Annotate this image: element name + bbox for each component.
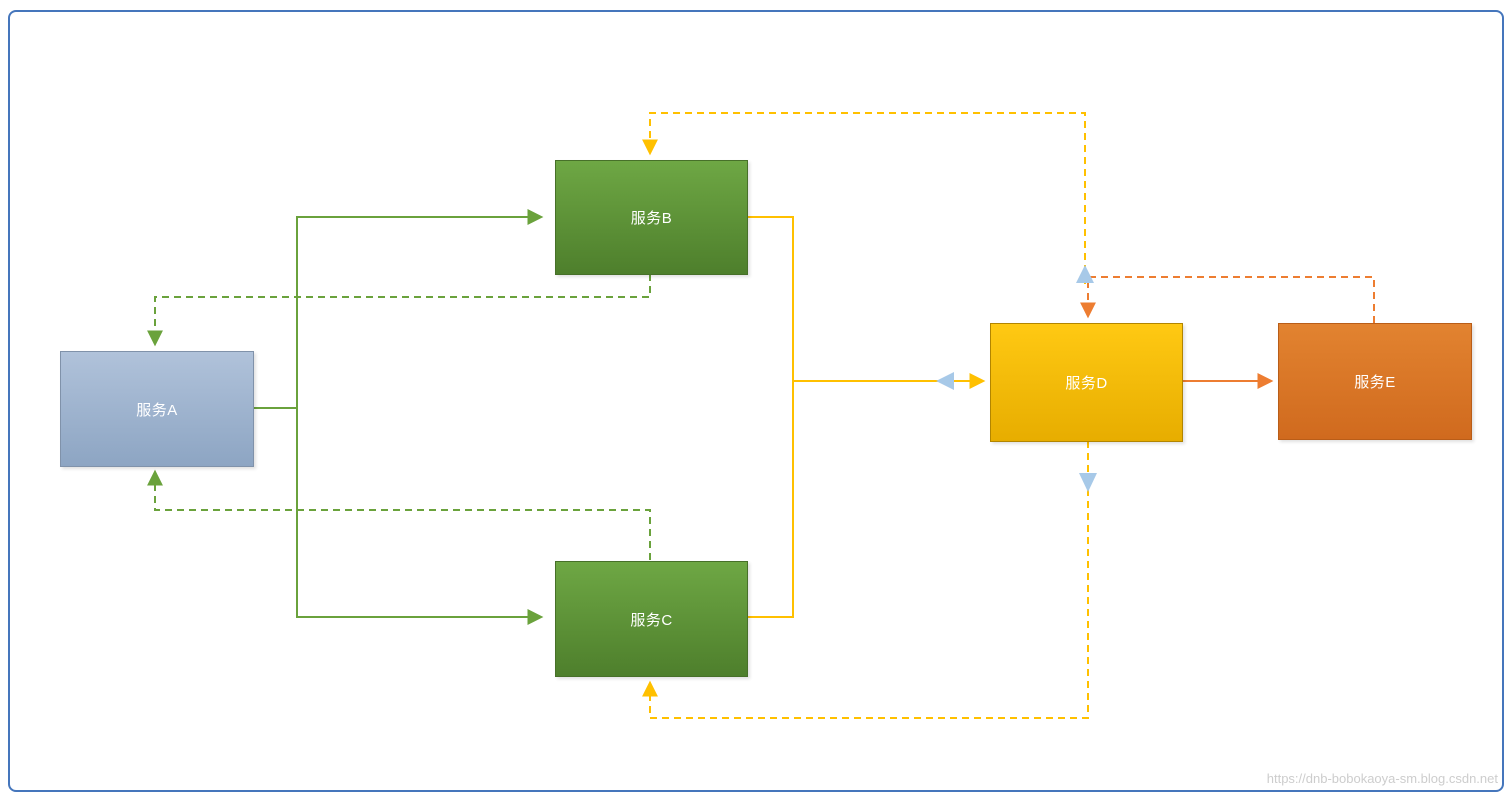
node-service-b-label: 服务B: [630, 210, 673, 227]
edge-b-to-a-dashed: [147, 274, 651, 347]
edge-a-to-b-solid: [252, 209, 544, 409]
node-service-d-label: 服务D: [1065, 375, 1108, 392]
edge-c-to-a-dashed: [147, 469, 651, 560]
arrowhead-light-blue-left-icon: [936, 372, 954, 390]
node-service-e-label: 服务E: [1354, 374, 1396, 391]
node-service-c: 服务C: [555, 561, 748, 677]
edge-d-to-b-dashed: [642, 112, 1086, 284]
node-service-a-label: 服务A: [136, 401, 178, 419]
edge-e-to-d-dashed: [1080, 276, 1375, 323]
node-service-b: 服务B: [555, 160, 748, 275]
edge-d-to-c-dashed: [642, 441, 1089, 719]
edge-a-to-c-solid: [296, 408, 544, 625]
node-service-a: 服务A: [60, 351, 254, 467]
node-service-d: 服务D: [990, 323, 1183, 442]
edge-c-to-d-solid: [746, 382, 794, 618]
arrowhead-light-blue-up-icon: [1076, 265, 1094, 283]
watermark: https://dnb-bobokaoya-sm.blog.csdn.net: [1266, 771, 1498, 786]
node-service-c-label: 服务C: [630, 611, 673, 629]
node-service-e: 服务E: [1278, 323, 1472, 440]
edge-b-to-d-solid: [746, 216, 986, 389]
arrowhead-light-blue-down-icon: [1079, 473, 1097, 492]
